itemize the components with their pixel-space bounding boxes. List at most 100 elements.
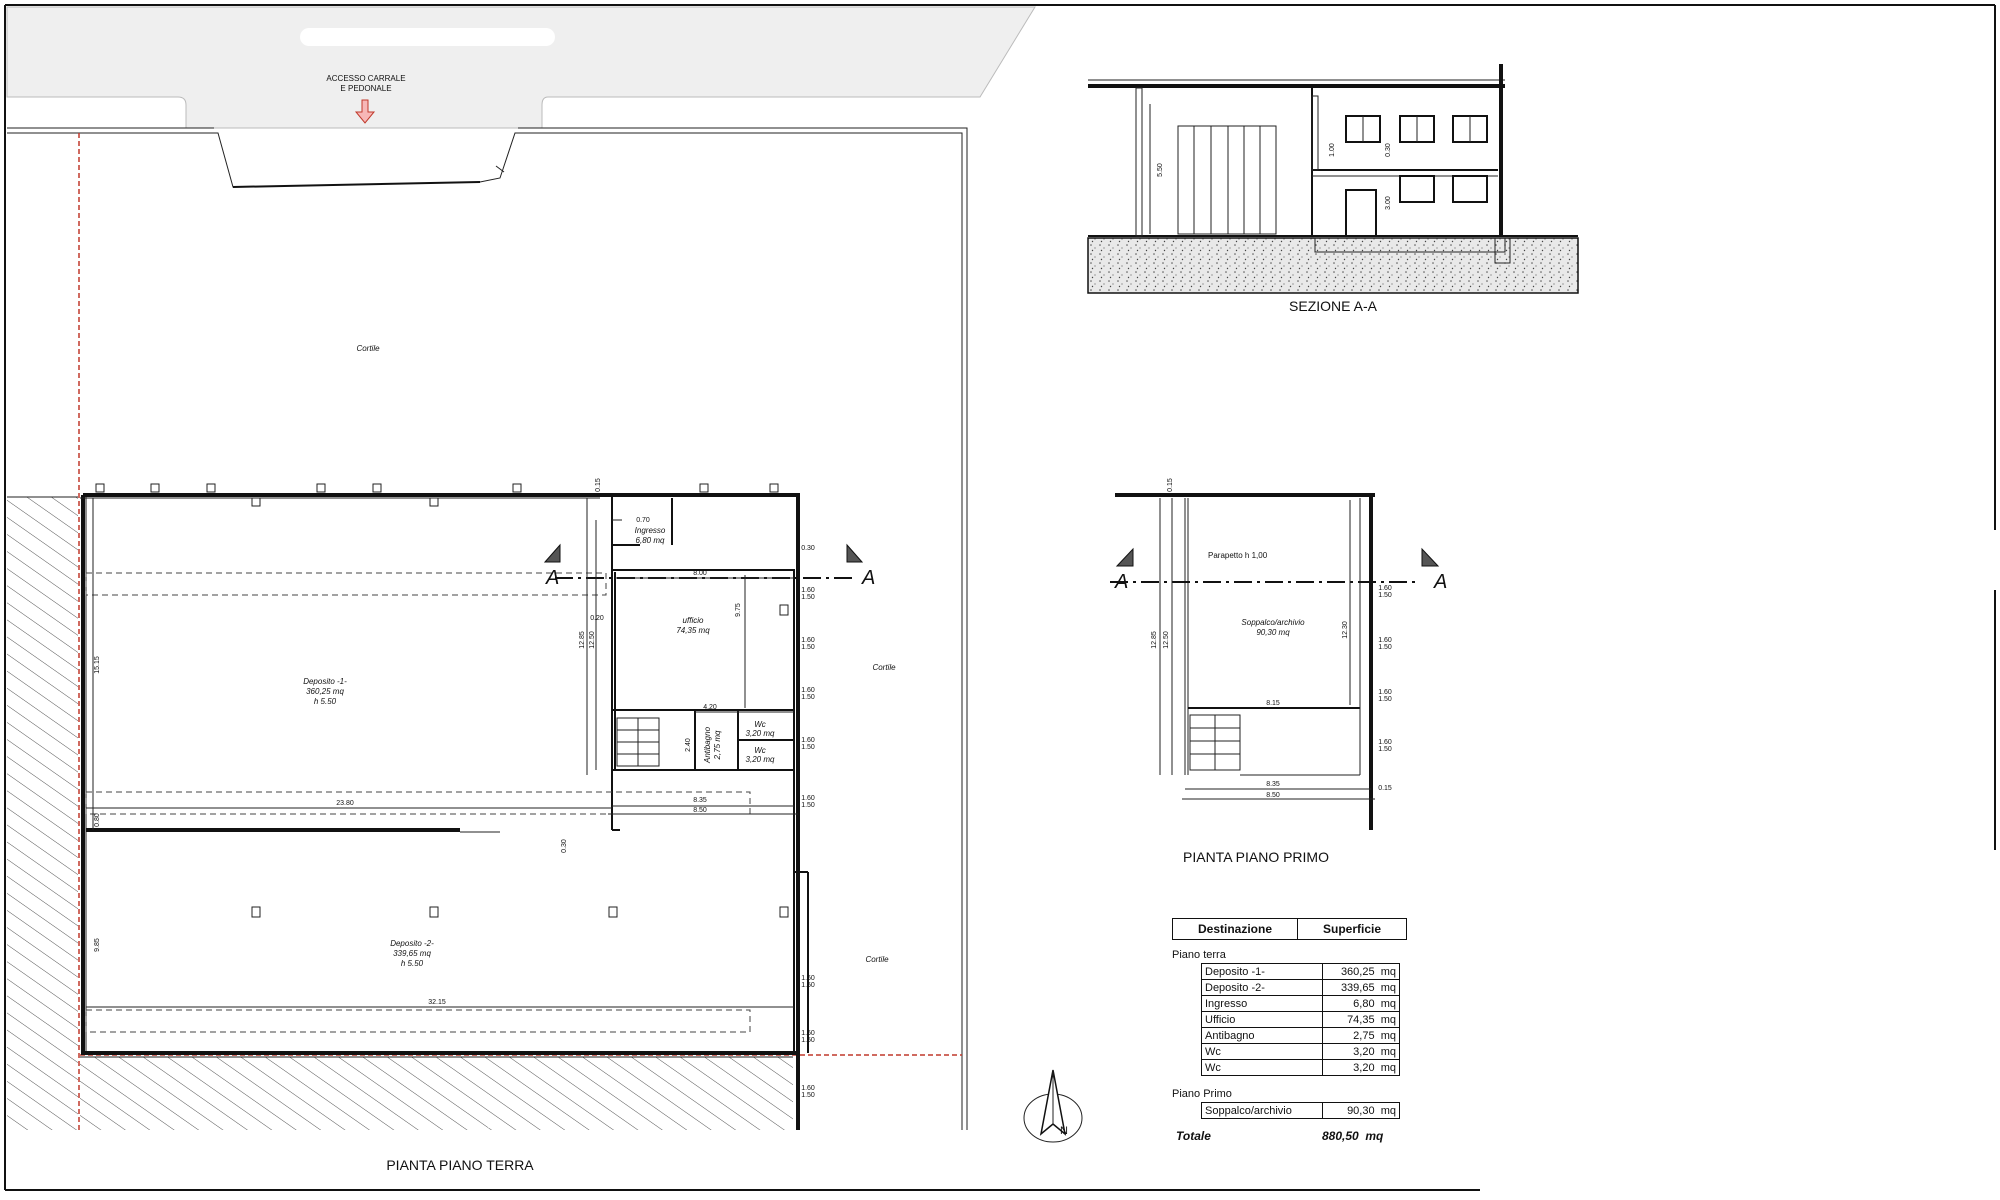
- legend-row-unit: mq: [1380, 981, 1396, 994]
- legend-group-ground: Piano terra: [1172, 949, 1226, 961]
- legend-group-first: Piano Primo: [1172, 1088, 1232, 1100]
- ufficio-name: ufficio: [683, 616, 704, 625]
- legend-row-unit: mq: [1380, 1045, 1396, 1058]
- deposito1-area: 360,25 mq: [306, 687, 344, 696]
- dim-1-60-c: 1.60: [801, 687, 815, 694]
- section-title: SEZIONE A-A: [1289, 298, 1378, 314]
- deposito2-height: h 5.50: [401, 959, 424, 968]
- dimensions-first: 12.85 12.50 12.30 8.15 8.35 8.50 0.15 1.…: [1151, 478, 1392, 800]
- legend-header: Destinazione Superficie: [1172, 918, 1407, 940]
- courtyard-label-right-1: Cortile: [872, 663, 896, 672]
- dim-0-30-office: 0.30: [801, 545, 815, 552]
- office-walls: [611, 569, 795, 771]
- dim-12-50-first: 12.50: [1163, 631, 1170, 649]
- legend-row: Deposito -1-360,25 mq: [1201, 963, 1400, 980]
- legend-row-area: 339,65: [1340, 981, 1375, 994]
- wc1-name: Wc: [754, 720, 766, 729]
- wc2-name: Wc: [754, 746, 766, 755]
- dim-1-50-d: 1.50: [801, 744, 815, 751]
- dim-8-35-first: 8.35: [1266, 781, 1280, 788]
- legend-row-area: 6,80: [1353, 997, 1375, 1010]
- dim-1-50-first-c: 1.50: [1378, 696, 1392, 703]
- neighbour-hatch-bottom: [80, 1057, 793, 1130]
- access-label: ACCESSO CARRALE E PEDONALE: [326, 74, 405, 93]
- deposito1-name: Deposito -1-: [303, 677, 347, 686]
- ground-building-outer-wall: [83, 493, 800, 1130]
- legend-row-area: 3,20: [1353, 1061, 1375, 1074]
- dim-1-50-a: 1.50: [801, 594, 815, 601]
- dim-1-60-b: 1.60: [801, 637, 815, 644]
- section-marker-ground-right: A: [861, 567, 875, 589]
- dim-1-50-first-b: 1.50: [1378, 644, 1392, 651]
- section-marker-ground-left: A: [545, 567, 559, 589]
- ingresso-area: 6,80 mq: [636, 536, 665, 545]
- dim-1-60-first-a: 1.60: [1378, 585, 1392, 592]
- north-arrow-icon: N: [1023, 1069, 1083, 1143]
- dim-8-50-first: 8.50: [1266, 792, 1280, 799]
- dim-9-75: 9.75: [735, 603, 742, 617]
- deposito2-name: Deposito -2-: [390, 939, 434, 948]
- ground-floor-plan: ACCESSO CARRALE E PEDONALE Cortile: [6, 6, 1036, 1173]
- dim-0-15-first-top: 0.15: [1167, 478, 1174, 492]
- section-marker-first-right: A: [1433, 571, 1447, 593]
- dim-3-00: 3.00: [1385, 196, 1392, 210]
- dimensions-ground: 23.80 32.15 15.15 9.85 0.80 8.00 8.35 8.…: [86, 478, 815, 1099]
- dim-23-80: 23.80: [336, 800, 354, 807]
- rail-deposit1-top: [85, 572, 607, 596]
- legend-row-name: Soppalco/archivio: [1201, 1102, 1323, 1119]
- dim-1-50-f: 1.50: [801, 982, 815, 989]
- dim-0-80: 0.80: [94, 813, 101, 827]
- dim-8-00: 8.00: [693, 570, 707, 577]
- dim-1-50-c: 1.50: [801, 694, 815, 701]
- dim-9-85: 9.85: [94, 938, 101, 952]
- dim-5-50: 5.50: [1157, 163, 1164, 177]
- dim-1-50-b: 1.50: [801, 644, 815, 651]
- dim-1-60-a: 1.60: [801, 587, 815, 594]
- lot-boundary: [7, 132, 963, 1130]
- ground-columns: [95, 483, 789, 918]
- legend-row-name: Wc: [1201, 1043, 1323, 1060]
- courtyard-label-top: Cortile: [356, 344, 380, 353]
- dim-0-15-ground: 0.15: [595, 478, 602, 492]
- area-legend: Destinazione Superficie Piano terra Depo…: [1172, 918, 1412, 1143]
- legend-header-surface: Superficie: [1297, 918, 1407, 940]
- section-large-window: [1177, 125, 1277, 235]
- antibagno-area: 2,75 mq: [713, 730, 722, 760]
- legend-row-name: Antibagno: [1201, 1027, 1323, 1044]
- street-area: [6, 6, 1036, 129]
- dim-1-50-first-a: 1.50: [1378, 592, 1392, 599]
- legend-row-unit: mq: [1380, 1061, 1396, 1074]
- first-floor-plan: A A Parapetto h 1,00 Soppalco/archivio 9…: [1110, 478, 1447, 865]
- dim-1-60-f: 1.60: [801, 975, 815, 982]
- wc2-area: 3,20 mq: [746, 755, 775, 764]
- dim-32-15: 32.15: [428, 999, 446, 1006]
- legend-row-name: Ufficio: [1201, 1011, 1323, 1028]
- dim-1-60-first-b: 1.60: [1378, 637, 1392, 644]
- sheet-frame: [4, 4, 1996, 1191]
- room-labels-ground: Deposito -1- 360,25 mq h 5.50 Deposito -…: [303, 526, 896, 968]
- ingresso-name: Ingresso: [635, 526, 666, 535]
- legend-ground-table: Deposito -1-360,25 mq Deposito -2-339,65…: [1201, 963, 1400, 1076]
- legend-header-destination: Destinazione: [1172, 918, 1298, 940]
- deposito1-height: h 5.50: [314, 697, 337, 706]
- dim-0-70: 0.70: [636, 517, 650, 524]
- section-door: [1345, 189, 1377, 237]
- dim-1-50-h: 1.50: [801, 1092, 815, 1099]
- access-arrow-icon: [354, 99, 376, 124]
- dim-0-30-partition: 0.30: [561, 839, 568, 853]
- dim-8-15: 8.15: [1266, 700, 1280, 707]
- deposito2-area: 339,65 mq: [393, 949, 431, 958]
- legend-row-unit: mq: [1380, 1013, 1396, 1026]
- legend-row-unit: mq: [1380, 1029, 1396, 1042]
- dim-4-20: 4.20: [703, 704, 717, 711]
- dim-0-20: 0.20: [590, 615, 604, 622]
- dim-1-50-g: 1.50: [801, 1037, 815, 1044]
- legend-row-name: Deposito -1-: [1201, 963, 1323, 980]
- legend-row: Deposito -2-339,65 mq: [1201, 979, 1400, 996]
- parapet-label: Parapetto h 1,00: [1208, 551, 1268, 560]
- wc1-area: 3,20 mq: [746, 729, 775, 738]
